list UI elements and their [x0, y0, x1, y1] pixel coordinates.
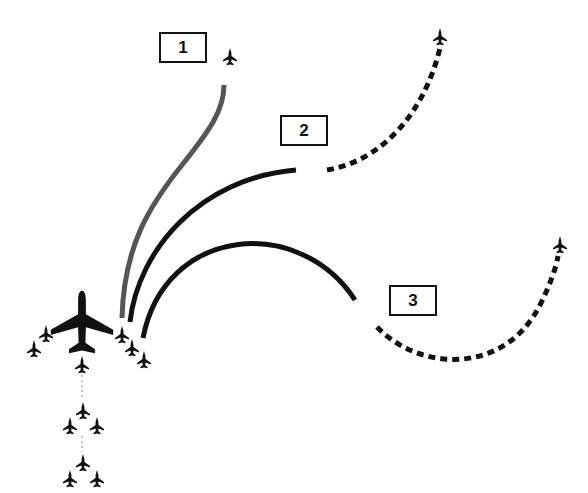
- path-2-dashed: [327, 48, 440, 170]
- callout-number: 1: [178, 38, 187, 58]
- callout-number: 2: [299, 121, 308, 141]
- path-3-dashed: [377, 256, 558, 359]
- callout-box: 1: [159, 32, 207, 63]
- fighter-jets: [27, 28, 567, 487]
- callout-box: 2: [280, 115, 328, 146]
- callout-box: 3: [389, 285, 437, 316]
- trail-line: [82, 436, 83, 452]
- path-3: [143, 244, 355, 338]
- trail-line: [82, 375, 83, 400]
- callout-number: 3: [408, 291, 417, 311]
- tanker-aircraft: [51, 291, 113, 353]
